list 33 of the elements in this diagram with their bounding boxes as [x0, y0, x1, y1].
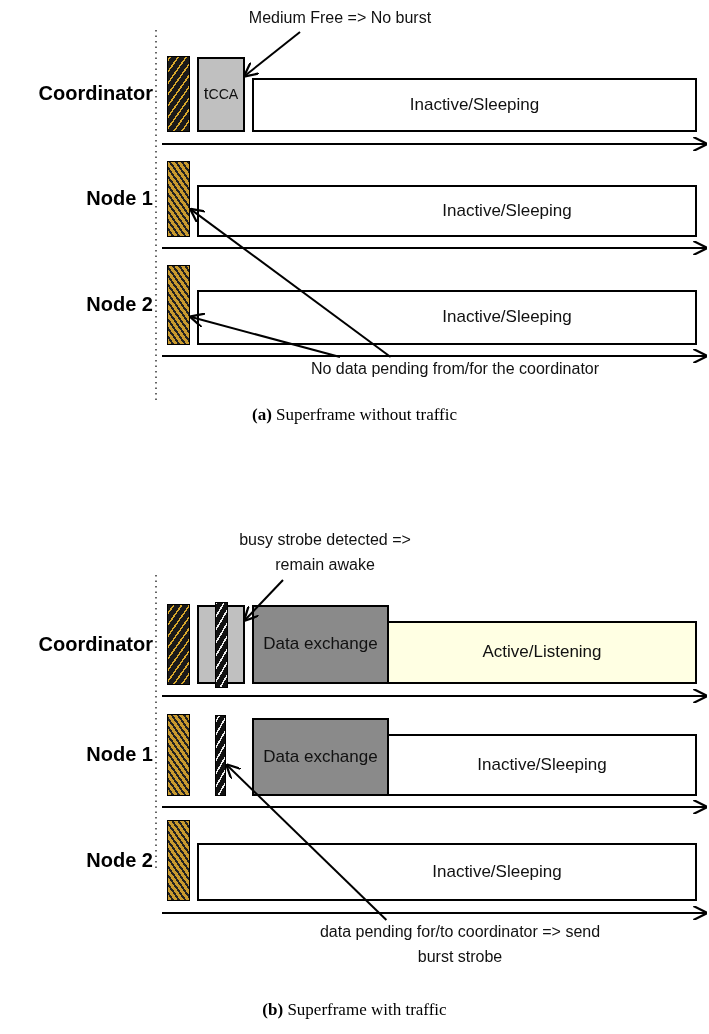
row-label: Node 2 — [86, 293, 153, 316]
beacon-bar — [167, 714, 190, 796]
leader-arrow — [225, 763, 388, 921]
annotation-text: No data pending from/for the coordinator — [225, 357, 685, 383]
figure-caption: (b) Superframe with traffic — [261, 1000, 448, 1020]
beacon-bar — [167, 820, 190, 901]
annotation-text: data pending for/to coordinator => send burst strobe — [300, 920, 620, 972]
data-exchange-box: Data exchange — [252, 605, 389, 684]
row-label: Coordinator — [38, 82, 153, 105]
sleep-state-box: Inactive/Sleeping — [197, 843, 697, 901]
sleep-state-box: Inactive/Sleeping — [197, 185, 697, 237]
figure-caption: (a) Superframe without traffic — [250, 405, 458, 425]
annotation-text: Medium Free => No burst — [240, 6, 440, 32]
beacon-bar — [167, 161, 190, 237]
sleep-state-box: Inactive/Sleeping — [197, 290, 697, 345]
beacon-bar — [167, 604, 190, 685]
sleep-state-box: Inactive/Sleeping — [387, 734, 697, 796]
row-label: Coordinator — [38, 632, 153, 656]
leader-arrow — [242, 31, 301, 78]
strobe-bar — [215, 715, 226, 796]
beacon-bar — [167, 265, 190, 345]
row-label: Node 1 — [86, 187, 153, 210]
sleep-state-box: Inactive/Sleeping — [252, 78, 697, 132]
strobe-bar — [215, 602, 228, 688]
beacon-bar — [167, 56, 190, 132]
active-state-box: Active/Listening — [387, 621, 697, 684]
leader-arrow — [188, 312, 341, 358]
row-label: Node 2 — [86, 848, 153, 872]
data-exchange-box: Data exchange — [252, 718, 389, 796]
annotation-text: busy strobe detected => remain awake — [220, 528, 430, 580]
leader-arrow — [242, 579, 284, 623]
row-label: Node 1 — [86, 743, 153, 766]
leader-arrow — [188, 207, 392, 358]
